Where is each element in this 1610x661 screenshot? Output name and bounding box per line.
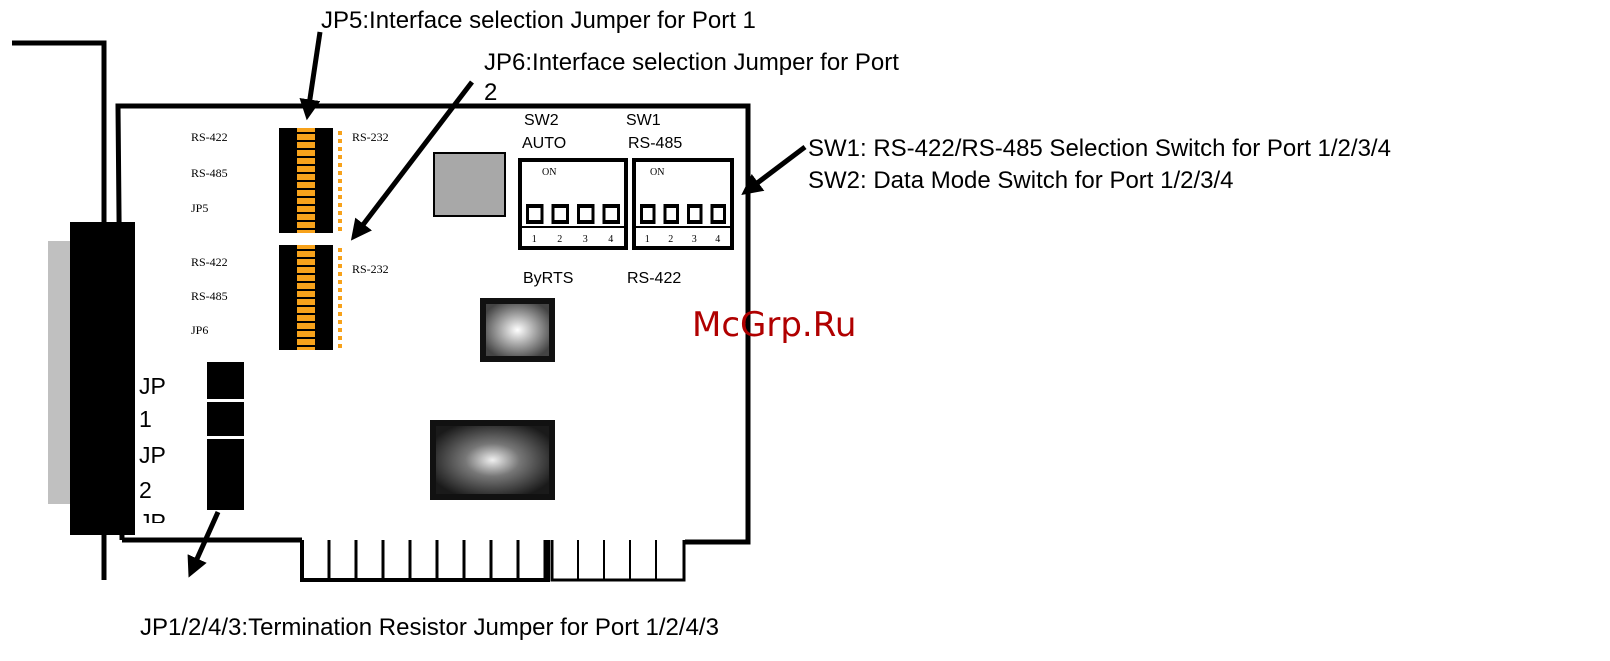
sw2-function-label: AUTO xyxy=(522,135,566,152)
dip-number: 3 xyxy=(692,234,697,245)
chip-large xyxy=(430,420,555,500)
jp6-labels: RS-422 RS-485 JP6 RS-232 xyxy=(191,255,389,337)
jp6-label-rs232: RS-232 xyxy=(352,262,389,276)
term-label-2: JP xyxy=(139,442,166,468)
sw2-on-label: ON xyxy=(542,167,556,178)
term-label-0: JP xyxy=(139,373,166,399)
dip-number: 4 xyxy=(608,234,613,245)
jp6-label-rs422: RS-422 xyxy=(191,255,228,269)
term-label-3: 2 xyxy=(139,477,152,503)
callout-sw1: SW1: RS-422/RS-485 Selection Switch for … xyxy=(808,135,1391,162)
term-label-1: 1 xyxy=(139,406,152,432)
sw2-name-label: SW2 xyxy=(524,112,559,129)
arrow-jp6 xyxy=(350,80,474,241)
callout-arrows xyxy=(187,31,807,578)
sw2-mode-label: ByRTS xyxy=(523,270,573,287)
term-labels: JP 1 JP 2 JP xyxy=(139,373,166,535)
db-connector xyxy=(70,222,135,535)
jp5-labels: RS-422 RS-485 JP5 RS-232 xyxy=(191,130,389,215)
sw1-on-label: ON xyxy=(650,167,664,178)
arrow-sw xyxy=(741,145,807,196)
callout-jp5: JP5:Interface selection Jumper for Port … xyxy=(321,7,756,34)
dip-number: 1 xyxy=(532,234,537,245)
dip-number: 3 xyxy=(583,234,588,245)
sw1-mode-label: RS-422 xyxy=(627,270,681,287)
jp5-label-rs232: RS-232 xyxy=(352,130,389,144)
dip-number: 2 xyxy=(668,234,673,245)
dip-number: 4 xyxy=(715,234,720,245)
arrow-jp-term xyxy=(187,510,221,578)
sw1-name-label: SW1 xyxy=(626,112,661,129)
callout-sw2: SW2: Data Mode Switch for Port 1/2/3/4 xyxy=(808,167,1234,194)
dip-switch-sw2: ON 1 2 3 4 xyxy=(518,158,628,250)
callout-jp6-line2: 2 xyxy=(484,79,497,106)
dip-number: 2 xyxy=(557,234,562,245)
pcb-board xyxy=(115,103,751,545)
dip-number: 1 xyxy=(645,234,650,245)
mounting-bracket xyxy=(12,40,135,580)
chip-middle xyxy=(480,298,555,362)
arrow-jp5 xyxy=(299,31,323,121)
callout-jp-term: JP1/2/4/3:Termination Resistor Jumper fo… xyxy=(140,614,719,641)
jp5-label-jp5: JP5 xyxy=(191,201,208,215)
sw1-function-label: RS-485 xyxy=(628,135,682,152)
gray-chip xyxy=(433,152,506,217)
pci-edge-connector xyxy=(300,540,686,582)
dip-switch-sw1: ON 1 2 3 4 xyxy=(632,158,734,250)
jumper-block-jp6 xyxy=(279,245,342,350)
jumper-block-jp5 xyxy=(279,128,342,233)
term-label-4: JP xyxy=(139,509,166,535)
watermark-text: McGrp.Ru xyxy=(692,305,856,345)
jp5-label-rs422: RS-422 xyxy=(191,130,228,144)
jp6-label-jp6: JP6 xyxy=(191,323,208,337)
jp6-label-rs485: RS-485 xyxy=(191,289,228,303)
callout-jp6-line1: JP6:Interface selection Jumper for Port xyxy=(484,49,899,76)
termination-jumpers xyxy=(207,362,244,510)
jp5-label-rs485: RS-485 xyxy=(191,166,228,180)
